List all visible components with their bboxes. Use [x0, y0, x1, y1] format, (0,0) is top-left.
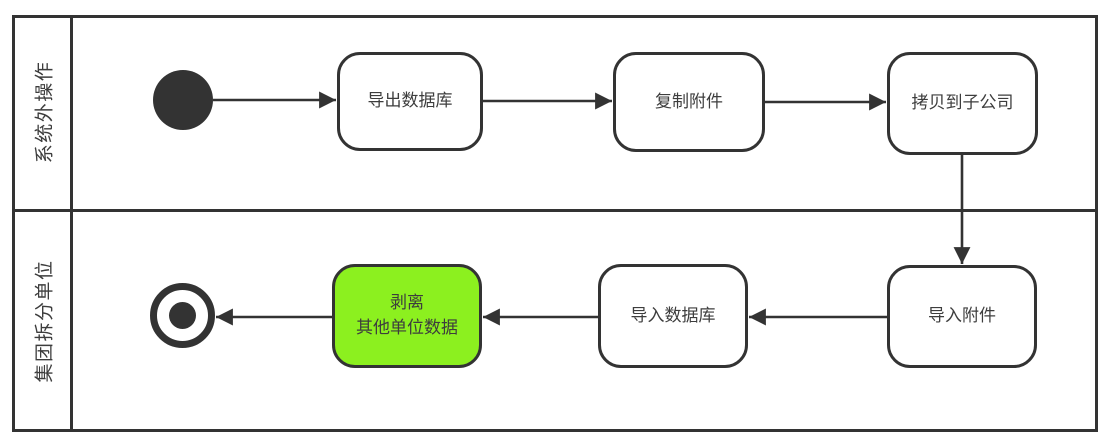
- node-copy-attachments[interactable]: 复制附件: [613, 52, 765, 152]
- lane-label-column-divider: [70, 15, 73, 432]
- node-label: 复制附件: [655, 91, 723, 111]
- lane-divider: [12, 209, 1098, 212]
- lane-label-group-split-unit: 集团拆分单位: [34, 259, 56, 383]
- node-import-database[interactable]: 导入数据库: [598, 264, 748, 368]
- node-label: 导出数据库: [367, 91, 453, 111]
- node-label: 拷贝到子公司: [911, 93, 1014, 113]
- start-node-icon[interactable]: [153, 70, 213, 130]
- node-label: 导入数据库: [630, 305, 716, 325]
- node-label-line1: 剥离: [390, 293, 424, 313]
- end-node-inner-dot: [169, 302, 196, 329]
- end-node-icon[interactable]: [150, 283, 215, 348]
- node-copy-to-subsidiary[interactable]: 拷贝到子公司: [887, 52, 1038, 155]
- lane-label-outside-system: 系统外操作: [34, 60, 56, 164]
- node-label-line2: 其他单位数据: [356, 318, 458, 337]
- node-label: 导入附件: [928, 306, 996, 326]
- node-import-attachments[interactable]: 导入附件: [887, 265, 1037, 368]
- node-strip-other-unit-data[interactable]: 剥离 其他单位数据: [332, 264, 482, 368]
- node-export-database[interactable]: 导出数据库: [337, 52, 483, 151]
